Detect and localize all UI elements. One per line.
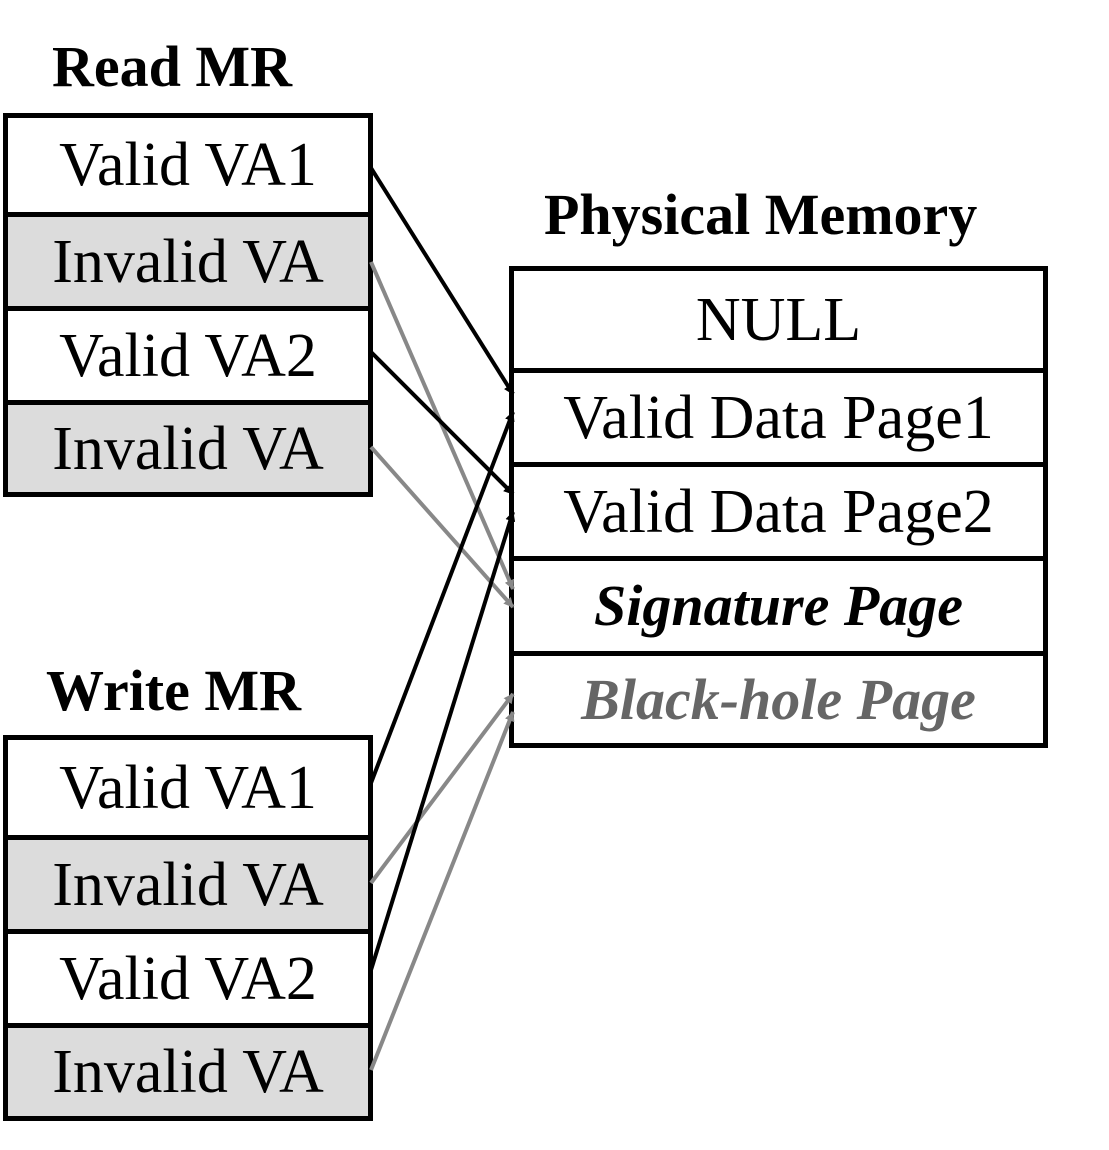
physical-page-null: NULL <box>695 285 862 354</box>
mapping-arrow-write-mr-3-to-page-4 <box>369 711 515 1071</box>
physical-memory-table: NULL Valid Data Page1 Valid Data Page2 S… <box>509 266 1048 748</box>
physical-page-valid-data-page2: Valid Data Page2 <box>514 462 1043 556</box>
mapping-arrow-write-mr-1-to-page-4 <box>369 692 515 885</box>
write-mr-entry-invalid-va: Invalid VA <box>8 835 368 929</box>
physical-page-signature-page: Signature Page <box>514 556 1043 651</box>
read-mr-entry-valid-va2: Valid VA2 <box>8 306 368 400</box>
physical-page-valid-data-page1: Valid Data Page1 <box>514 368 1043 462</box>
mapping-arrow-write-mr-2-to-page-2 <box>369 511 516 971</box>
write-mr-entry-invalid-va: Invalid VA <box>8 1023 368 1116</box>
write-mr-table: Valid VA1 Invalid VA Valid VA2 Invalid V… <box>3 735 373 1121</box>
mapping-arrow-read-mr-0-to-page-1 <box>369 166 515 396</box>
physical-memory-title: Physical Memory <box>544 182 978 247</box>
read-mr-entry-invalid-va: Invalid VA <box>8 400 368 492</box>
write-mr-entry-valid-va2: Valid VA2 <box>8 929 368 1023</box>
mapping-arrow-read-mr-1-to-page-3 <box>369 261 515 590</box>
mapping-arrow-write-mr-0-to-page-1 <box>369 411 515 784</box>
mapping-arrow-read-mr-2-to-page-2 <box>369 350 515 496</box>
physical-page-black-hole-page: Black-hole Page <box>514 651 1043 743</box>
read-mr-entry-invalid-va: Invalid VA <box>8 212 368 306</box>
write-mr-entry-valid-va1: Valid VA1 <box>59 753 317 822</box>
read-mr-table: Valid VA1 Invalid VA Valid VA2 Invalid V… <box>3 113 373 497</box>
read-mr-title: Read MR <box>52 34 293 99</box>
read-mr-entry-valid-va1: Valid VA1 <box>59 131 317 199</box>
mapping-arrow-read-mr-3-to-page-3 <box>369 445 515 609</box>
write-mr-title: Write MR <box>46 658 301 723</box>
